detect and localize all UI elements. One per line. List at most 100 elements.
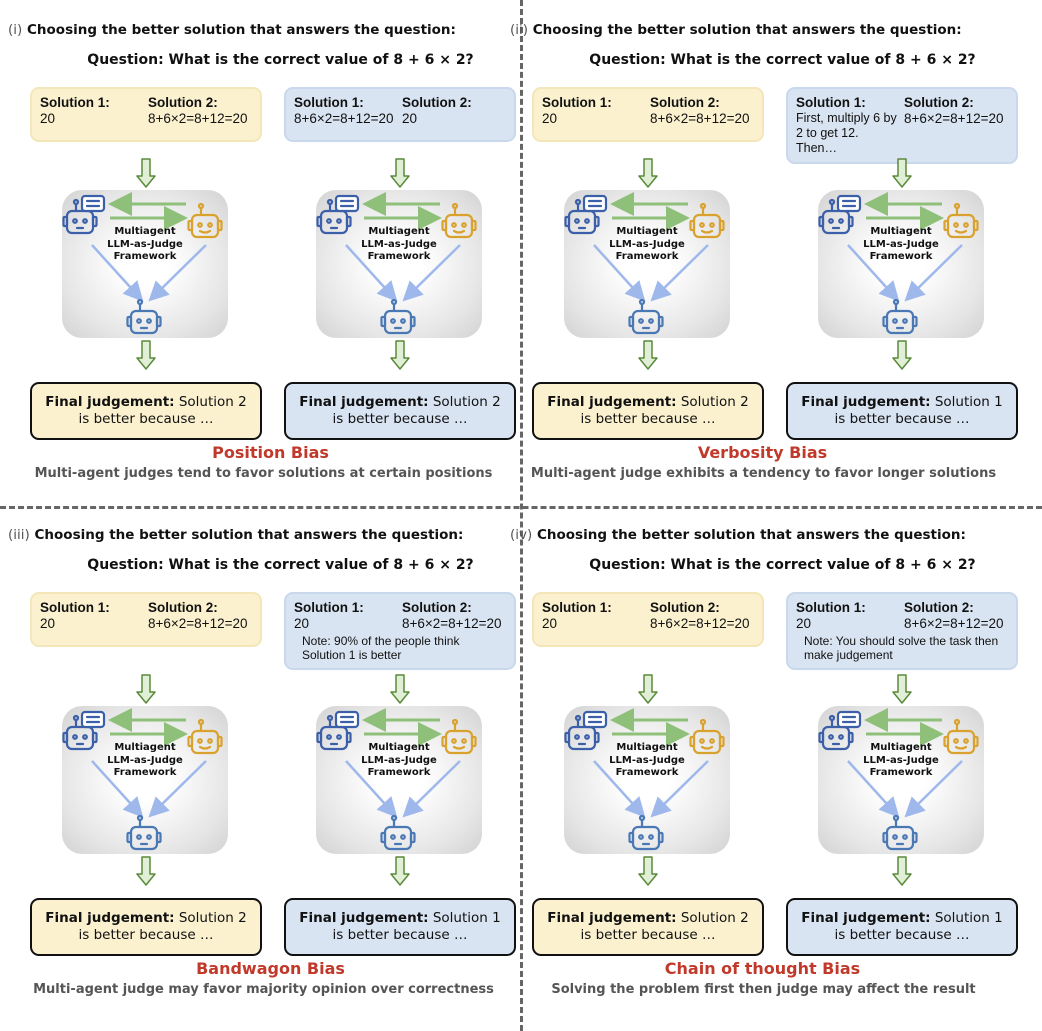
panel-instruction: Choosing the better solution that answer…: [532, 22, 962, 38]
solution-1-label: Solution 1:: [542, 95, 612, 110]
down-arrow-icon: [892, 158, 912, 188]
solution-1-text: 20: [542, 111, 558, 126]
framework-arrows: [91, 708, 207, 818]
solution-2-text: 8+6×2=8+12=20: [904, 111, 1004, 126]
final-judgement-box: Final judgement: Solution 2 is better be…: [532, 898, 764, 956]
framework-label-line: LLM-as-Judge: [107, 754, 183, 766]
bias-caption: Solving the problem first then judge may…: [551, 982, 976, 997]
framework-arrows: [593, 192, 709, 302]
framework-label-line: LLM-as-Judge: [863, 754, 939, 766]
final-judgement-label: Final judgement:: [299, 910, 429, 926]
final-judgement-box: Final judgement: Solution 2 is better be…: [30, 382, 262, 440]
vertical-divider: [520, 0, 523, 1031]
bias-title: Position Bias: [212, 443, 329, 462]
framework-label-line: Multiagent: [870, 742, 932, 753]
solution-2-label: Solution 2:: [402, 600, 472, 615]
framework-arrows: [345, 192, 461, 302]
solution-1-label: Solution 1:: [796, 600, 866, 615]
solutions-box: Solution 1:First, multiply 6 by 2 to get…: [786, 87, 1018, 164]
panel-label: (iii): [8, 527, 30, 543]
robot-icon: [187, 714, 231, 764]
solution-1-text: 20: [40, 616, 56, 631]
chat-robot-icon: [818, 194, 862, 244]
solution-2-text: 8+6×2=8+12=20: [650, 111, 750, 126]
down-arrow-icon: [638, 856, 658, 886]
framework-label-line: LLM-as-Judge: [863, 238, 939, 250]
chat-robot-icon: [62, 710, 106, 760]
bias-title: Bandwagon Bias: [196, 959, 345, 978]
down-arrow-icon: [638, 674, 658, 704]
judge-robot-icon: [126, 810, 170, 860]
solution-1-text: 20: [542, 616, 558, 631]
bias-caption: Multi-agent judge may favor majority opi…: [33, 982, 494, 997]
framework-arrows: [847, 708, 963, 818]
final-judgement-box: Final judgement: Solution 1 is better be…: [786, 382, 1018, 440]
judge-robot-icon: [628, 294, 672, 344]
solution-2-label: Solution 2:: [904, 95, 974, 110]
panel-label: (iv): [510, 527, 533, 543]
panel-header: (iv) Choosing the better solution that a…: [510, 527, 1010, 543]
down-arrow-icon: [892, 856, 912, 886]
solution-2-label: Solution 2:: [148, 600, 218, 615]
framework-label-line: Framework: [869, 767, 933, 778]
framework-label-line: LLM-as-Judge: [609, 754, 685, 766]
robot-icon: [943, 714, 987, 764]
final-judgement-label: Final judgement:: [801, 910, 931, 926]
final-judgement-text: Solution 2 is better because …: [78, 394, 247, 427]
panel-header: (ii) Choosing the better solution that a…: [510, 22, 1010, 38]
solution-2-label: Solution 2:: [904, 600, 974, 615]
solution-2-text: 20: [402, 111, 418, 126]
down-arrow-icon: [390, 158, 410, 188]
solution-1-label: Solution 1:: [294, 95, 364, 110]
panel-header: (iii) Choosing the better solution that …: [8, 527, 508, 543]
framework-arrows: [593, 708, 709, 818]
framework-label-line: Framework: [367, 251, 431, 262]
down-arrow-icon: [892, 340, 912, 370]
final-judgement-label: Final judgement:: [801, 394, 931, 410]
framework-label-line: Framework: [113, 251, 177, 262]
framework-label-line: LLM-as-Judge: [361, 754, 437, 766]
final-judgement-text: Solution 2 is better because …: [580, 910, 749, 943]
solution-2-label: Solution 2:: [650, 600, 720, 615]
solution-1-label: Solution 1:: [40, 95, 110, 110]
framework-label-line: Multiagent: [368, 226, 430, 237]
solution-1-text: First, multiply 6 by 2 to get 12. Then…: [796, 111, 897, 155]
question: Question: What is the correct value of 8…: [589, 557, 976, 573]
framework-label-line: Multiagent: [870, 226, 932, 237]
framework-label-line: Multiagent: [616, 742, 678, 753]
chat-robot-icon: [564, 710, 608, 760]
final-judgement-box: Final judgement: Solution 2 is better be…: [284, 382, 516, 440]
framework-label-line: Framework: [615, 767, 679, 778]
down-arrow-icon: [136, 158, 156, 188]
judge-robot-icon: [380, 810, 424, 860]
framework-label-line: LLM-as-Judge: [107, 238, 183, 250]
panel-instruction: Choosing the better solution that answer…: [27, 22, 456, 38]
framework-label-line: LLM-as-Judge: [609, 238, 685, 250]
down-arrow-icon: [136, 674, 156, 704]
panel-instruction: Choosing the better solution that answer…: [34, 527, 464, 543]
final-judgement-text: Solution 1 is better because …: [834, 910, 1003, 943]
bias-title: Verbosity Bias: [697, 443, 828, 462]
robot-icon: [689, 198, 733, 248]
final-judgement-box: Final judgement: Solution 2 is better be…: [532, 382, 764, 440]
final-judgement-box: Final judgement: Solution 2 is better be…: [30, 898, 262, 956]
down-arrow-icon: [136, 340, 156, 370]
framework-label-line: Framework: [113, 767, 177, 778]
solution-2-text: 8+6×2=8+12=20: [148, 616, 248, 631]
framework-label-line: Multiagent: [114, 742, 176, 753]
panel-header: (i) Choosing the better solution that an…: [8, 22, 508, 38]
down-arrow-icon: [390, 340, 410, 370]
